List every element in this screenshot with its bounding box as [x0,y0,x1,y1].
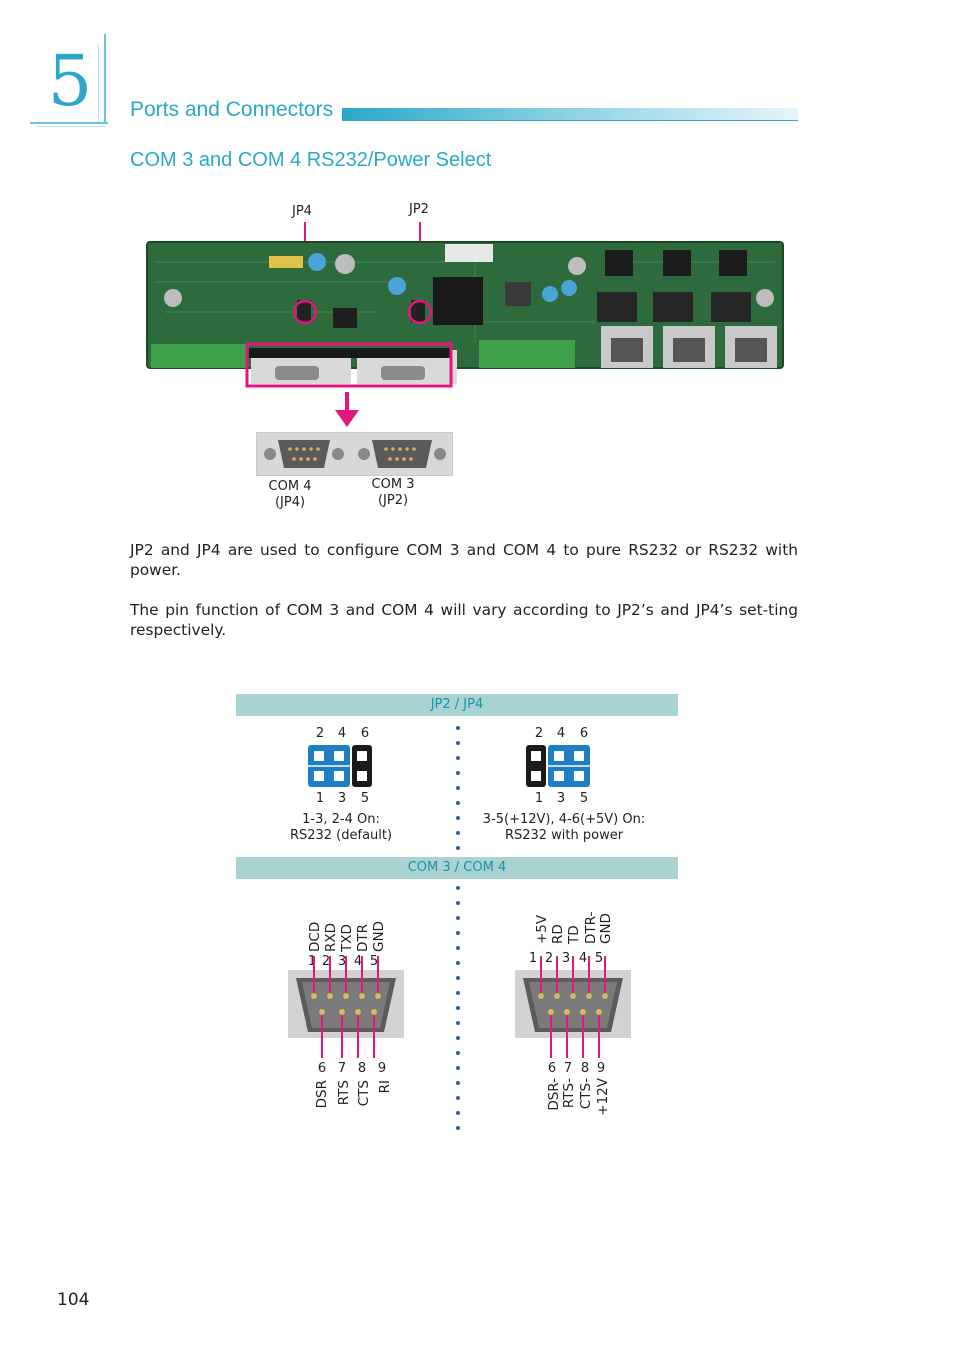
com-table-header: COM 3 / COM 4 [236,857,678,879]
com4-jumper: (JP4) [274,495,306,510]
signal-label: RD [550,924,566,944]
pin-number: 5 [594,951,604,966]
pin-number: 6 [317,1061,327,1076]
signal-label: DSR- [546,1078,562,1111]
setting-default-line1: 1-3, 2-4 On: [302,812,380,827]
dotted-divider [456,726,460,1130]
chapter-frame [104,34,106,124]
jp2-label: JP2 [409,202,429,217]
pin-label: 3 [337,791,347,806]
pin-number: 8 [580,1061,590,1076]
section-title: COM 3 and COM 4 RS232/Power Select [130,149,492,171]
motherboard-photo [146,222,784,427]
com-ports-photo [256,432,453,476]
com3-label: COM 3 [371,477,415,492]
signal-label: DTR [355,923,371,952]
signal-label: CTS [356,1080,372,1107]
pin-number: 5 [369,954,379,969]
jumper-table-header: JP2 / JP4 [236,694,678,716]
pin-label: 2 [534,726,544,741]
pin-label: 3 [556,791,566,806]
setting-power-line2: RS232 with power [504,828,624,843]
signal-label: RXD [323,922,339,952]
pin-label: 1 [315,791,325,806]
signal-label: +12V [595,1078,611,1116]
signal-label: DTR- [583,911,599,944]
pin-number: 7 [563,1061,573,1076]
chapter-frame-bottom [30,122,108,124]
chapter-number: 5 [47,40,93,122]
signal-label: GND [598,913,614,944]
signal-label: DSR [314,1080,330,1109]
db9-connector-rs232 [288,956,404,1058]
setting-default-line2: RS232 (default) [289,828,393,843]
com3-jumper: (JP2) [377,493,409,508]
pin-label: 5 [360,791,370,806]
page-number: 104 [57,1290,90,1310]
signal-label: RTS [336,1080,352,1106]
jp4-label: JP4 [292,204,312,219]
signal-label: +5V [534,914,550,944]
pin-label: 6 [360,726,370,741]
pin-label: 5 [579,791,589,806]
pin-number: 9 [377,1061,387,1076]
jumper-power-diagram [526,745,590,787]
pin-label: 4 [337,726,347,741]
signal-label: RTS- [561,1078,577,1109]
com4-label: COM 4 [268,479,312,494]
pin-number: 3 [561,951,571,966]
chapter-title: Ports and Connectors [130,98,334,121]
paragraph-intro: JP2 and JP4 are used to configure COM 3 … [130,541,798,579]
jumper-default-diagram [308,745,372,787]
pin-label: 1 [534,791,544,806]
pin-label: 2 [315,726,325,741]
pin-label: 6 [579,726,589,741]
pin-label: 4 [556,726,566,741]
pin-number: 4 [578,951,588,966]
signal-label: RI [377,1080,393,1094]
signal-label: DCD [307,921,323,952]
pin-number: 2 [544,951,554,966]
db9-connector-power [515,956,631,1058]
signal-label: CTS- [578,1078,594,1110]
signal-label: GND [371,921,387,952]
signal-label: TD [566,925,582,944]
chapter-frame-inner-h [36,126,106,127]
pin-number: 8 [357,1061,367,1076]
pin-number: 1 [307,954,317,969]
signal-label: TXD [339,924,355,952]
pin-number: 9 [596,1061,606,1076]
pin-number: 4 [353,954,363,969]
pin-number: 2 [321,954,331,969]
pin-number: 6 [547,1061,557,1076]
pin-number: 7 [337,1061,347,1076]
chapter-frame-inner [98,44,99,124]
pin-number: 1 [528,951,538,966]
title-bar [342,108,798,121]
setting-power-line1: 3-5(+12V), 4-6(+5V) On: [482,812,646,827]
paragraph-pin-function: The pin function of COM 3 and COM 4 will… [130,601,798,639]
pin-number: 3 [337,954,347,969]
